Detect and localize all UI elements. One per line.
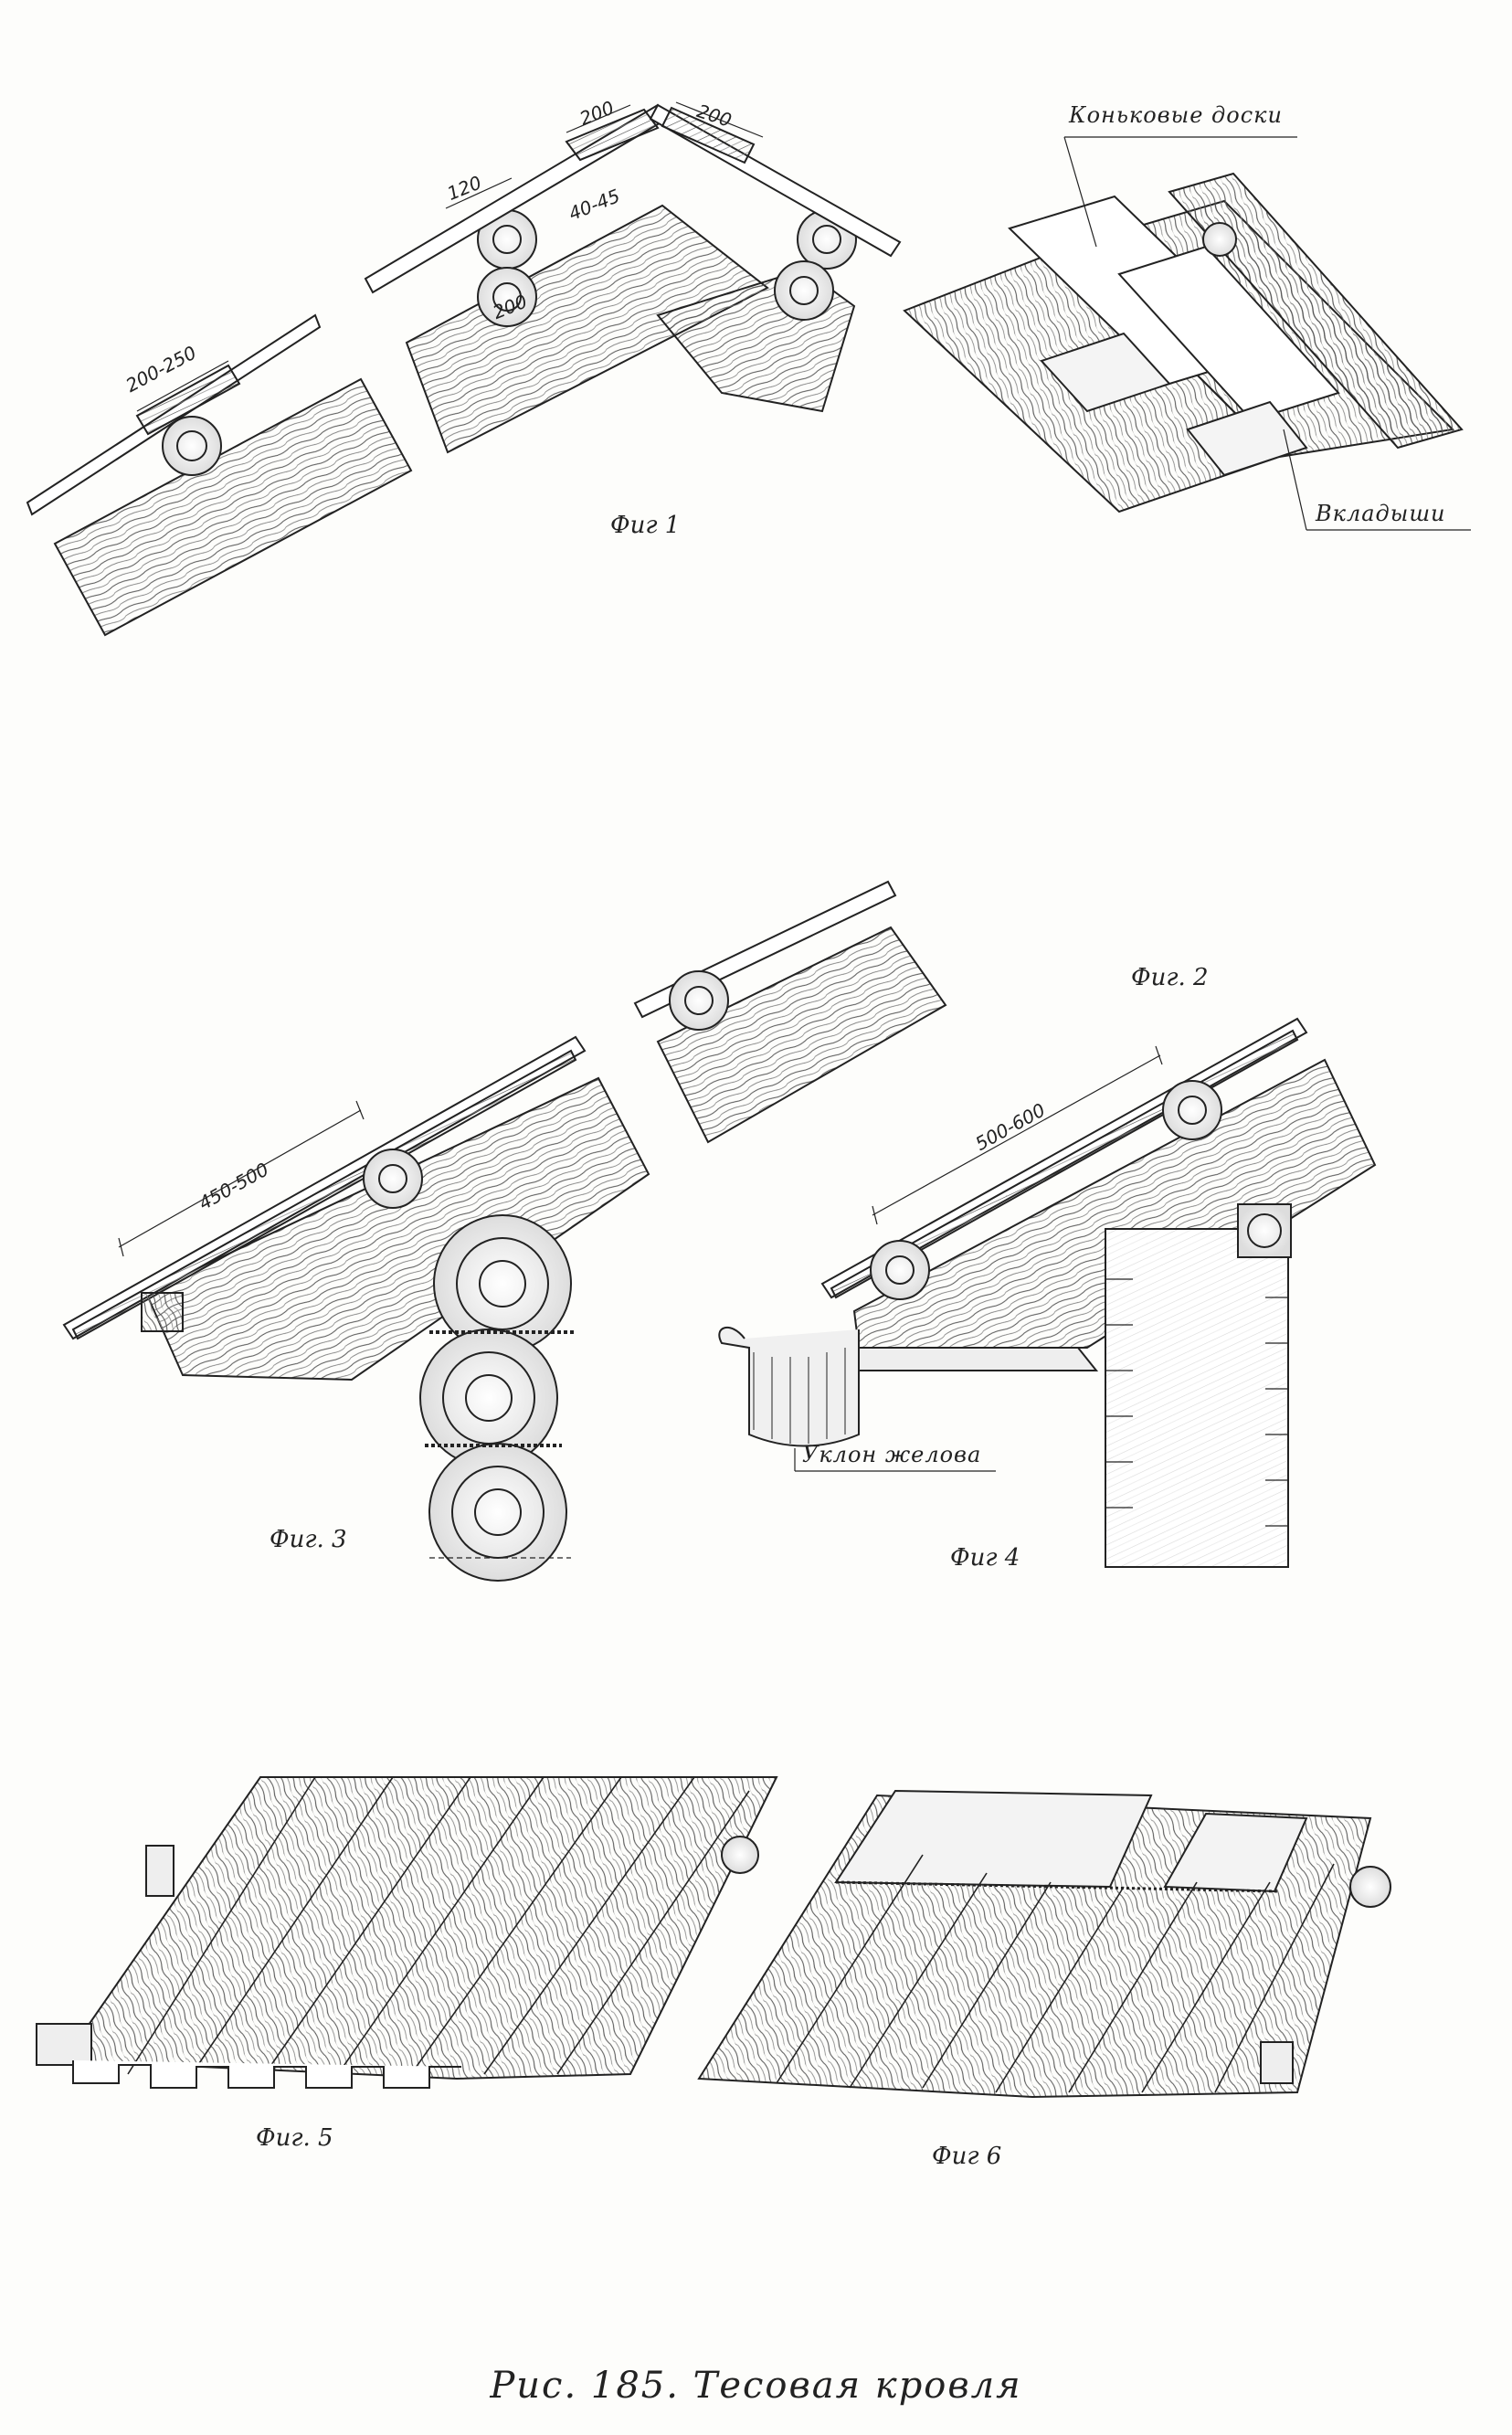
fig6-drawing	[697, 1789, 1391, 2099]
fig3-rafter	[144, 1076, 650, 1382]
fig4-eave-purlin	[870, 1240, 930, 1300]
fig5-drawing	[36, 1776, 778, 2089]
fig6-lath-bottom	[1260, 2041, 1294, 2084]
fig4-label: Фиг 4	[950, 1544, 1020, 1572]
fig2-label: Фиг. 2	[1131, 964, 1209, 991]
fig6-lath-end	[1349, 1866, 1391, 1908]
fig5-lath-end	[721, 1836, 759, 1874]
ridge-boards-leader	[1063, 136, 1097, 248]
ridge-boards-label: Коньковые доски	[1069, 102, 1283, 128]
fig1-label: Фиг 1	[610, 512, 681, 539]
gutter-slope-label: Уклон желова	[802, 1442, 982, 1467]
fig3-wall-log-bottom	[428, 1443, 567, 1582]
fig4-ceiling-beam	[858, 1347, 1099, 1371]
fig5-roof-panel	[62, 1776, 778, 2080]
fig4-wall-plate	[1237, 1203, 1292, 1258]
fig5-bottom-edge	[72, 2060, 461, 2089]
fig6-label: Фиг 6	[932, 2143, 1002, 2170]
fig3-purlin	[363, 1149, 423, 1209]
inserts-leader	[1283, 429, 1307, 531]
fig1-iso-ridge-board-b	[1117, 245, 1340, 422]
fig2-rafter	[656, 926, 947, 1144]
fig5-lath-top	[145, 1845, 174, 1897]
fig1-drawing	[26, 101, 1471, 637]
fig3-eave-block	[141, 1292, 184, 1332]
fig3-drawing	[62, 1035, 650, 1582]
fig1-center-purlin-b	[477, 267, 537, 327]
fig4-purlin	[1162, 1080, 1222, 1140]
fig1-left-rafter	[53, 377, 413, 637]
fig3-label: Фиг. 3	[270, 1526, 347, 1553]
fig5-label: Фиг. 5	[256, 2124, 333, 2152]
fig2-drawing	[633, 880, 947, 1144]
figure-caption: Рис. 185. Тесовая кровля	[490, 2365, 1022, 2407]
fig1-iso-insert-b	[1186, 400, 1308, 477]
fig4-gutter	[718, 1326, 860, 1447]
inserts-label: Вкладыши	[1316, 501, 1446, 526]
fig5-lath-left	[36, 2023, 92, 2066]
fig2-purlin	[669, 970, 729, 1031]
fig1-iso-insert-a	[1040, 332, 1171, 413]
fig1-left-purlin	[162, 416, 222, 476]
fig4-drawing	[718, 1017, 1377, 1568]
fig1-center-purlin-d	[774, 260, 834, 321]
